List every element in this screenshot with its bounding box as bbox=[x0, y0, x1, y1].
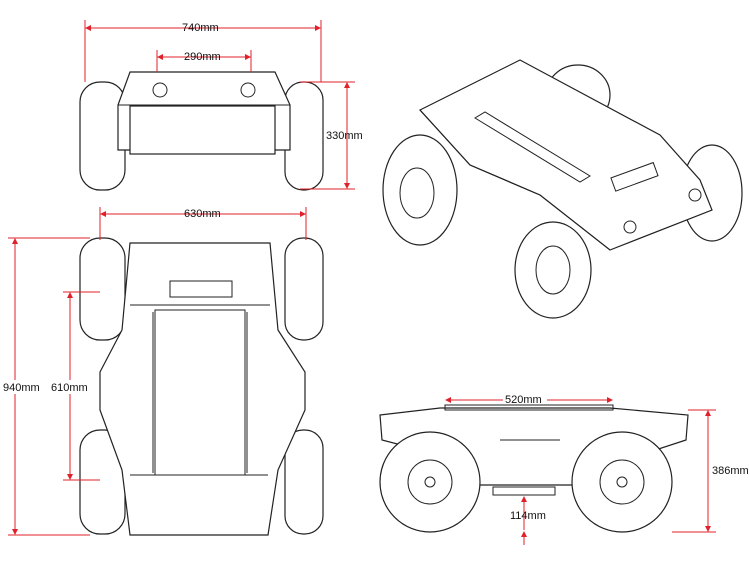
dim-114: 114mm bbox=[510, 510, 546, 522]
wheel-right bbox=[571, 431, 673, 533]
front-dimensions: 740mm 290mm 330mm bbox=[84, 20, 363, 190]
side-dimensions: 520mm 386mm 114mm bbox=[445, 391, 749, 545]
top-dimensions: 630mm 940mm 610mm bbox=[2, 207, 307, 536]
dim-520: 520mm bbox=[505, 394, 542, 406]
wheel-left bbox=[379, 431, 481, 533]
wheel-right bbox=[284, 81, 324, 191]
dim-740: 740mm bbox=[182, 22, 219, 34]
bumper bbox=[492, 486, 556, 496]
camera-icon bbox=[152, 82, 168, 98]
side-view bbox=[379, 404, 689, 533]
dim-630: 630mm bbox=[184, 208, 221, 220]
dim-330: 330mm bbox=[326, 130, 363, 142]
dim-290: 290mm bbox=[184, 51, 221, 63]
camera-icon bbox=[688, 188, 702, 202]
dim-940: 940mm bbox=[3, 382, 40, 394]
dim-386: 386mm bbox=[712, 465, 749, 477]
top-view bbox=[79, 237, 324, 536]
dim-610: 610mm bbox=[51, 382, 88, 394]
camera-icon bbox=[240, 82, 256, 98]
isometric-view bbox=[382, 59, 743, 319]
front-view bbox=[79, 71, 324, 191]
camera-icon bbox=[623, 220, 637, 234]
